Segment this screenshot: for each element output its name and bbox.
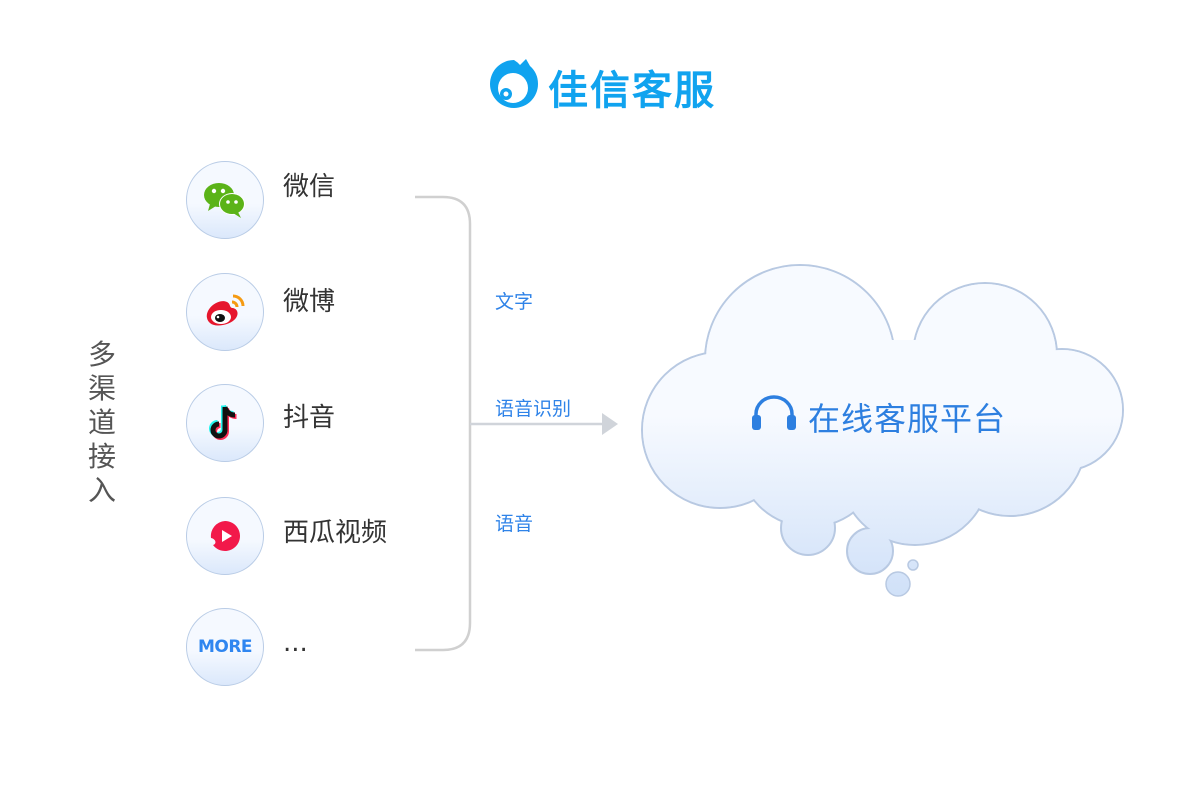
arrow-head-icon: [602, 413, 618, 435]
more-icon: MORE: [197, 637, 253, 657]
channel-wechat[interactable]: [186, 161, 264, 239]
side-char: 接: [87, 440, 116, 473]
channel-douyin[interactable]: [186, 384, 264, 462]
flow-label-speech-recognition: 语音识别: [495, 398, 572, 420]
channel-xigua[interactable]: [186, 497, 264, 575]
douyin-icon: [209, 404, 237, 440]
channel-label: 西瓜视频: [283, 518, 388, 548]
channel-label: 微博: [283, 287, 336, 317]
side-char: 入: [87, 474, 116, 507]
side-char: 道: [87, 406, 116, 439]
brand-name: 佳信客服: [548, 68, 716, 114]
channel-more[interactable]: MORE: [186, 608, 264, 686]
cloud-shape: [641, 264, 1124, 597]
side-label: 多 渠 道 接 入: [84, 338, 120, 508]
side-char: 多: [87, 338, 116, 371]
brand-logo-icon: [490, 59, 539, 108]
side-char: 渠: [87, 372, 116, 405]
flow-label-voice: 语音: [495, 513, 534, 535]
channel-weibo[interactable]: [186, 273, 264, 351]
flow-label-text: 文字: [495, 291, 534, 313]
platform-label: 在线客服平台: [808, 400, 1007, 438]
weibo-icon: [206, 294, 245, 326]
bracket: [415, 195, 472, 652]
headset-icon: [752, 395, 796, 430]
channel-label: 微信: [283, 172, 336, 202]
channel-label: ...: [283, 628, 308, 658]
wechat-icon: [204, 183, 245, 218]
channel-label: 抖音: [283, 403, 336, 433]
xigua-video-icon: [210, 521, 240, 551]
